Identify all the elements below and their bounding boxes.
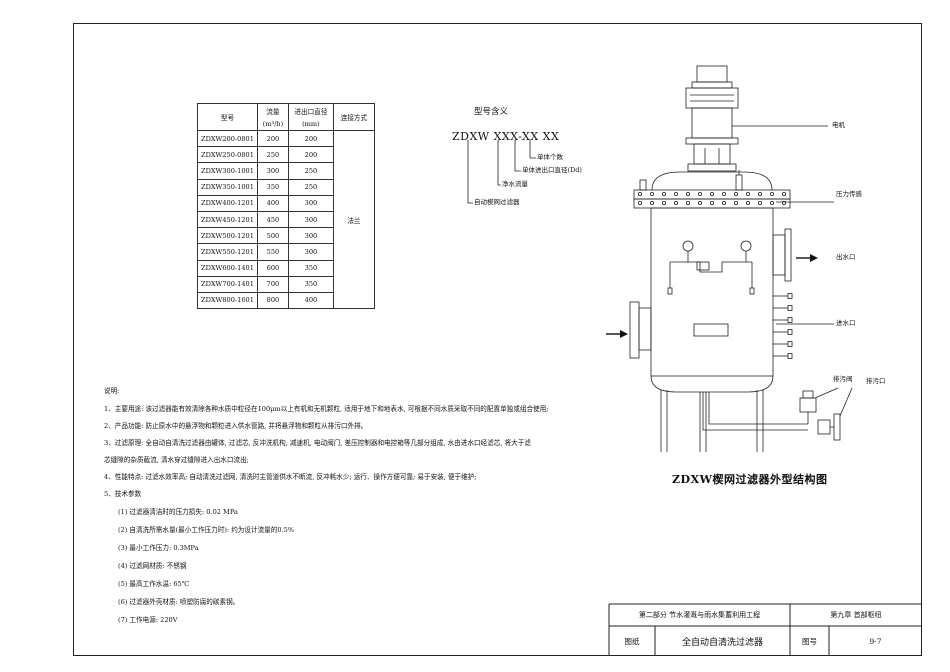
side-tap-cap	[787, 317, 793, 323]
flange-bolt	[782, 200, 787, 205]
note-line: 芯缝隙的杂质截流, 清水穿过缝隙进入出水口流出;	[104, 456, 249, 464]
label-inlet: 进水口	[836, 319, 856, 327]
figure-title: ZDXW楔网过滤器外型结构图	[672, 473, 828, 486]
param-line: (1) 过滤器清洁时的压力损失: 0.02 MPa	[118, 508, 238, 516]
flange-bolt	[686, 191, 691, 196]
param-line: (4) 过滤网材质: 不锈钢	[118, 562, 187, 570]
flange-bolt	[770, 200, 775, 205]
cell-diameter: 400	[287, 291, 334, 310]
flange-bolt	[758, 191, 763, 196]
note-line: 3、过滤原理: 全自动自清洗过滤器由罐体, 过滤芯, 反冲洗机构, 减速机, 电…	[104, 439, 531, 447]
param-line: (6) 过滤器外壳材质: 喷塑防腐的碳素钢。	[118, 598, 240, 606]
note-line: 1、主要用途: 该过滤器能有效清除各种水质中粒径在100μm以上有机和无机颗粒,…	[104, 405, 549, 413]
flange-bolt	[638, 191, 643, 196]
flange-bolt	[722, 200, 727, 205]
flange-bolt	[746, 191, 751, 196]
param-line: (3) 最小工作压力: 0.3MPa	[118, 544, 199, 552]
flange-bolt	[722, 191, 727, 196]
model-item-count: 单体个数	[537, 153, 563, 161]
side-tap-cap	[787, 293, 793, 299]
notes-heading: 说明:	[104, 387, 120, 395]
title-block-figure-no: 9-7	[869, 636, 882, 646]
flange-bolt	[650, 191, 655, 196]
header-connection: 连接方式	[332, 103, 375, 131]
flange-bolt	[734, 200, 739, 205]
model-code: ZDXW XXX-XX XX	[452, 130, 560, 143]
flange-bolt	[710, 191, 715, 196]
flange-bolt	[686, 200, 691, 205]
flange-bolt	[710, 200, 715, 205]
cell-connection: 法兰	[332, 129, 375, 310]
flange-bolt	[662, 191, 667, 196]
title-block-figure-no-label: 图号	[802, 636, 817, 646]
drawing-frame	[73, 23, 922, 656]
side-tap-cap	[787, 305, 793, 311]
table-header-row: 型号 流量(m³/h) 进出口直径(mm) 连接方式	[197, 103, 375, 131]
param-line: (5) 最高工作水温: 65℃	[118, 580, 190, 588]
flange-bolt	[674, 191, 679, 196]
label-drain-valve: 排污阀	[833, 375, 853, 383]
flange-bolt	[650, 200, 655, 205]
flange-bolt	[674, 200, 679, 205]
label-pressure-sensor: 压力传感	[836, 190, 862, 198]
flange-bolt	[734, 191, 739, 196]
flange-bolt	[782, 191, 787, 196]
model-item-diameter: 单体进出口直径(Dd)	[522, 166, 582, 174]
label-outlet: 出水口	[836, 253, 856, 261]
model-meaning-title: 型号含义	[474, 107, 509, 117]
model-item-type: 自动楔网过滤器	[474, 198, 520, 206]
flange-bolt	[770, 191, 775, 196]
flange-bolt	[662, 200, 667, 205]
header-diameter: 进出口直径(mm)	[287, 103, 334, 131]
flange-bolt	[698, 191, 703, 196]
side-tap-cap	[787, 329, 793, 335]
side-tap-cap	[787, 353, 793, 359]
param-line: (7) 工作电源: 220V	[118, 616, 178, 624]
flange-bolt	[746, 200, 751, 205]
note-line: 4、性能特点: 过滤水效率高; 自动清洗过滤网, 清洗时主管道供水不断流, 反冲…	[104, 473, 477, 481]
flange-bolt	[698, 200, 703, 205]
note-line: 2、产品功能: 防止原水中的悬浮物和颗粒进入供水管路, 并将悬浮物和颗粒从排污口…	[104, 422, 368, 430]
flange-bolt	[758, 200, 763, 205]
title-block-part: 第二部分 节水灌溉与雨水集蓄利用工程	[638, 611, 761, 619]
title-block-chapter: 第九章 首部枢纽	[830, 611, 882, 619]
model-item-flow: 净水流量	[502, 180, 528, 188]
title-block-drawing-label: 图纸	[624, 636, 640, 646]
header-flow: 流量(m³/h)	[256, 103, 289, 131]
param-line: (2) 自清洗所需水量(最小工作压力时): 约为设计流量的0.5%	[118, 526, 295, 534]
side-tap-cap	[787, 341, 793, 347]
label-drain-outlet: 排污口	[866, 377, 886, 385]
flange-bolt	[638, 200, 643, 205]
title-block-drawing-name: 全自动自清洗过滤器	[681, 637, 763, 648]
note-line: 5、技术参数	[104, 490, 142, 498]
label-motor: 电机	[832, 121, 845, 129]
